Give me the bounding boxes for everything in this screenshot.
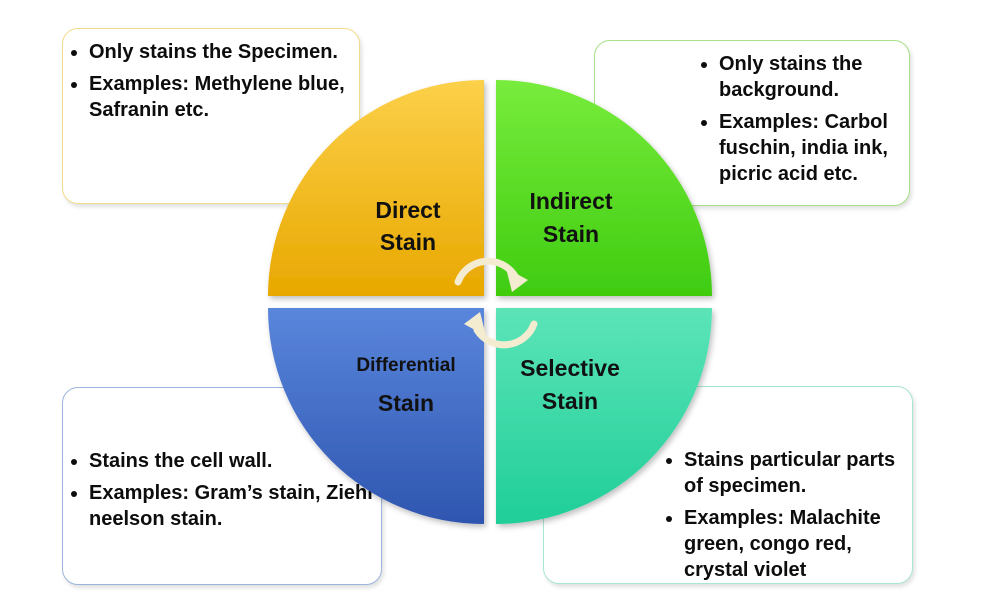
cycle-arrows-icon: [454, 257, 538, 349]
differential-stain-bullet: Stains the cell wall.: [89, 448, 381, 474]
selective-stain-title: Selective: [520, 355, 620, 381]
direct-stain-bullet: Only stains the Specimen.: [89, 39, 359, 65]
direct-stain-callout: Only stains the Specimen. Examples: Meth…: [62, 28, 360, 204]
selective-stain-subtitle: Stain: [542, 388, 598, 414]
indirect-stain-bullet: Only stains the background.: [719, 51, 909, 103]
indirect-stain-quadrant: [496, 80, 712, 296]
direct-stain-bullet: Examples: Methylene blue, Safranin etc.: [89, 71, 359, 123]
differential-stain-title: Differential: [356, 355, 455, 376]
differential-stain-subtitle: Stain: [378, 390, 434, 416]
direct-stain-quadrant: [268, 80, 484, 296]
indirect-stain-title: Indirect: [529, 188, 612, 214]
differential-stain-bullet: Examples: Gram’s stain, Ziehl neelson st…: [89, 480, 381, 532]
selective-stain-bullet: Examples: Malachite green, congo red, cr…: [684, 505, 912, 583]
differential-stain-quadrant: [268, 308, 484, 524]
selective-stain-bullet: Stains particular parts of specimen.: [684, 447, 912, 499]
direct-stain-subtitle: Stain: [380, 229, 436, 255]
indirect-stain-subtitle: Stain: [543, 221, 599, 247]
direct-stain-title: Direct: [375, 197, 441, 223]
selective-stain-quadrant: [496, 308, 712, 524]
indirect-stain-bullet: Examples: Carbol fuschin, india ink, pic…: [719, 109, 909, 187]
